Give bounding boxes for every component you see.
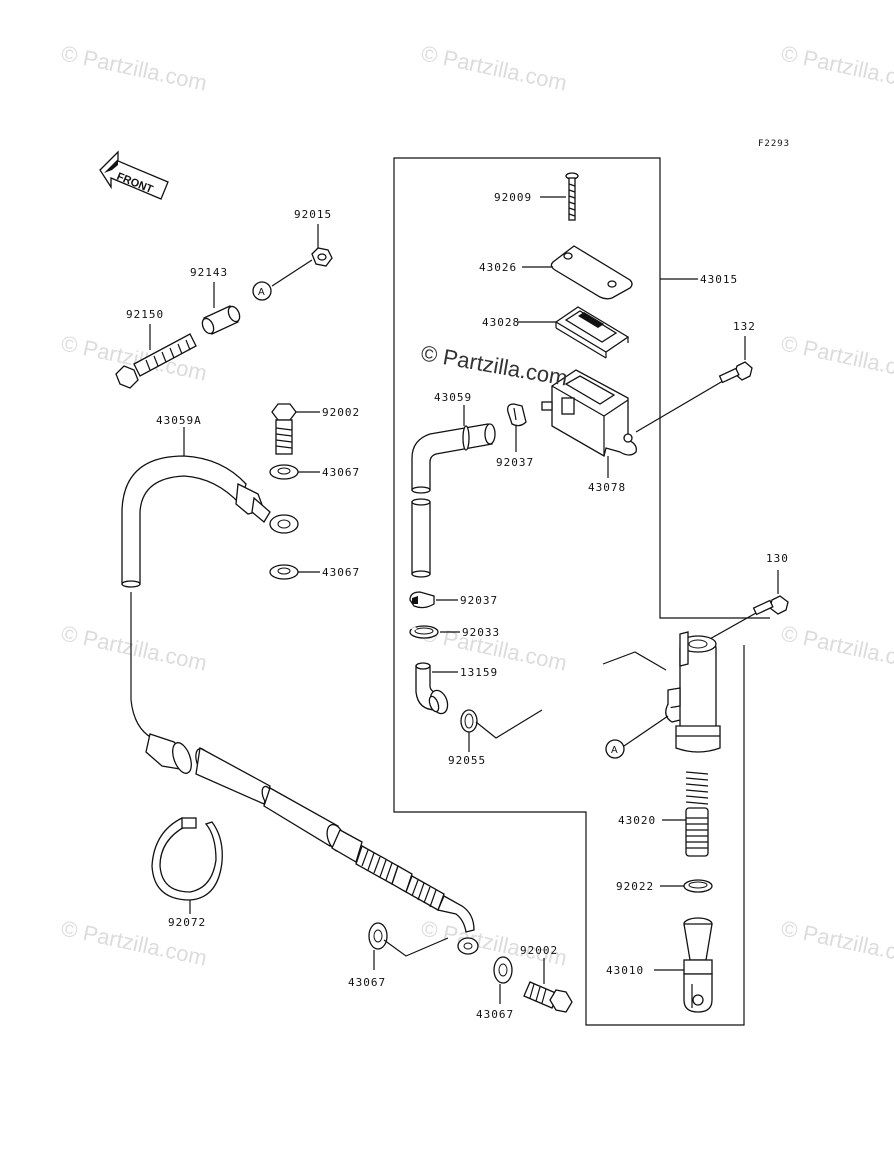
washer-43067-c [368,922,388,950]
part-label-130: 130 [766,552,789,565]
part-label-92015: 92015 [294,208,332,221]
bolt-132 [718,361,753,384]
clamp-92037-bottom [409,591,435,609]
diaphragm-43028 [554,306,630,359]
part-label-92037-top: 92037 [496,456,534,469]
collar-92143 [201,305,241,335]
front-arrow-icon: FRONT [99,150,169,200]
bolt-92150 [115,333,197,389]
part-label-13159: 13159 [460,666,498,679]
bolt-130 [752,595,789,616]
part-label-92150: 92150 [126,308,164,321]
assembly-boundary [393,157,745,1026]
part-label-92022: 92022 [616,880,654,893]
part-label-92037-bottom: 92037 [460,594,498,607]
part-label-43020: 43020 [618,814,656,827]
part-label-43028: 43028 [482,316,520,329]
part-label-43067-b: 43067 [322,566,360,579]
part-label-43067-d: 43067 [476,1008,514,1021]
circlip-92033 [409,625,439,639]
watermark: © Partzilla.com [59,620,209,675]
ref-marker-a [605,739,625,759]
ref-marker-a-left [252,281,272,301]
part-label-43015: 43015 [700,273,738,286]
banjo-bolt-92002-bottom [523,981,573,1013]
assembly-boundary-step [659,330,770,619]
screw-92009 [565,172,579,221]
part-label-43067-a: 43067 [322,466,360,479]
circlip-92022 [683,879,713,893]
ref-marker-a-left-label: A [258,287,265,298]
part-label-43026: 43026 [479,261,517,274]
part-label-43078: 43078 [588,481,626,494]
clamp-band-92072 [151,817,223,901]
part-label-92009: 92009 [494,191,532,204]
reservoir-hose-43059 [411,423,496,578]
center-watermark: © Partzilla.com [419,340,569,390]
part-label-43059: 43059 [434,391,472,404]
part-label-92143: 92143 [190,266,228,279]
watermark: © Partzilla.com [779,620,894,675]
nut-92015 [311,247,333,267]
part-label-43010: 43010 [606,964,644,977]
elbow-fitting-13159 [415,662,449,715]
reservoir-43078 [541,369,637,457]
washer-43067-a [269,464,299,480]
reservoir-cap-43026 [550,245,633,300]
diagram-code: F2293 [758,139,790,149]
o-ring-92055 [460,709,478,733]
watermark: © Partzilla.com [779,330,894,385]
master-cylinder-body [665,631,721,753]
washer-43067-b [269,564,299,580]
watermark: © Partzilla.com [779,40,894,95]
part-label-43067-c: 43067 [348,976,386,989]
washer-43067-d [493,956,513,984]
part-label-92055: 92055 [448,754,486,767]
part-label-132: 132 [733,320,756,333]
part-label-43059A: 43059A [156,414,202,427]
piston-spring-43020 [685,771,709,857]
banjo-bolt-92002-top [271,403,297,455]
watermarks: © Partzilla.com © Partzilla.com © Partzi… [59,40,894,970]
ref-marker-a-label: A [611,745,618,756]
watermark: © Partzilla.com [59,40,209,95]
brake-hose-43059A [121,455,479,955]
part-label-92002-bottom: 92002 [520,944,558,957]
part-label-92033: 92033 [462,626,500,639]
push-rod-43010 [683,917,713,1013]
part-label-92002-top: 92002 [322,406,360,419]
part-label-92072: 92072 [168,916,206,929]
watermark: © Partzilla.com [419,40,569,95]
watermark: © Partzilla.com [779,915,894,970]
clamp-92037-top [506,403,527,427]
